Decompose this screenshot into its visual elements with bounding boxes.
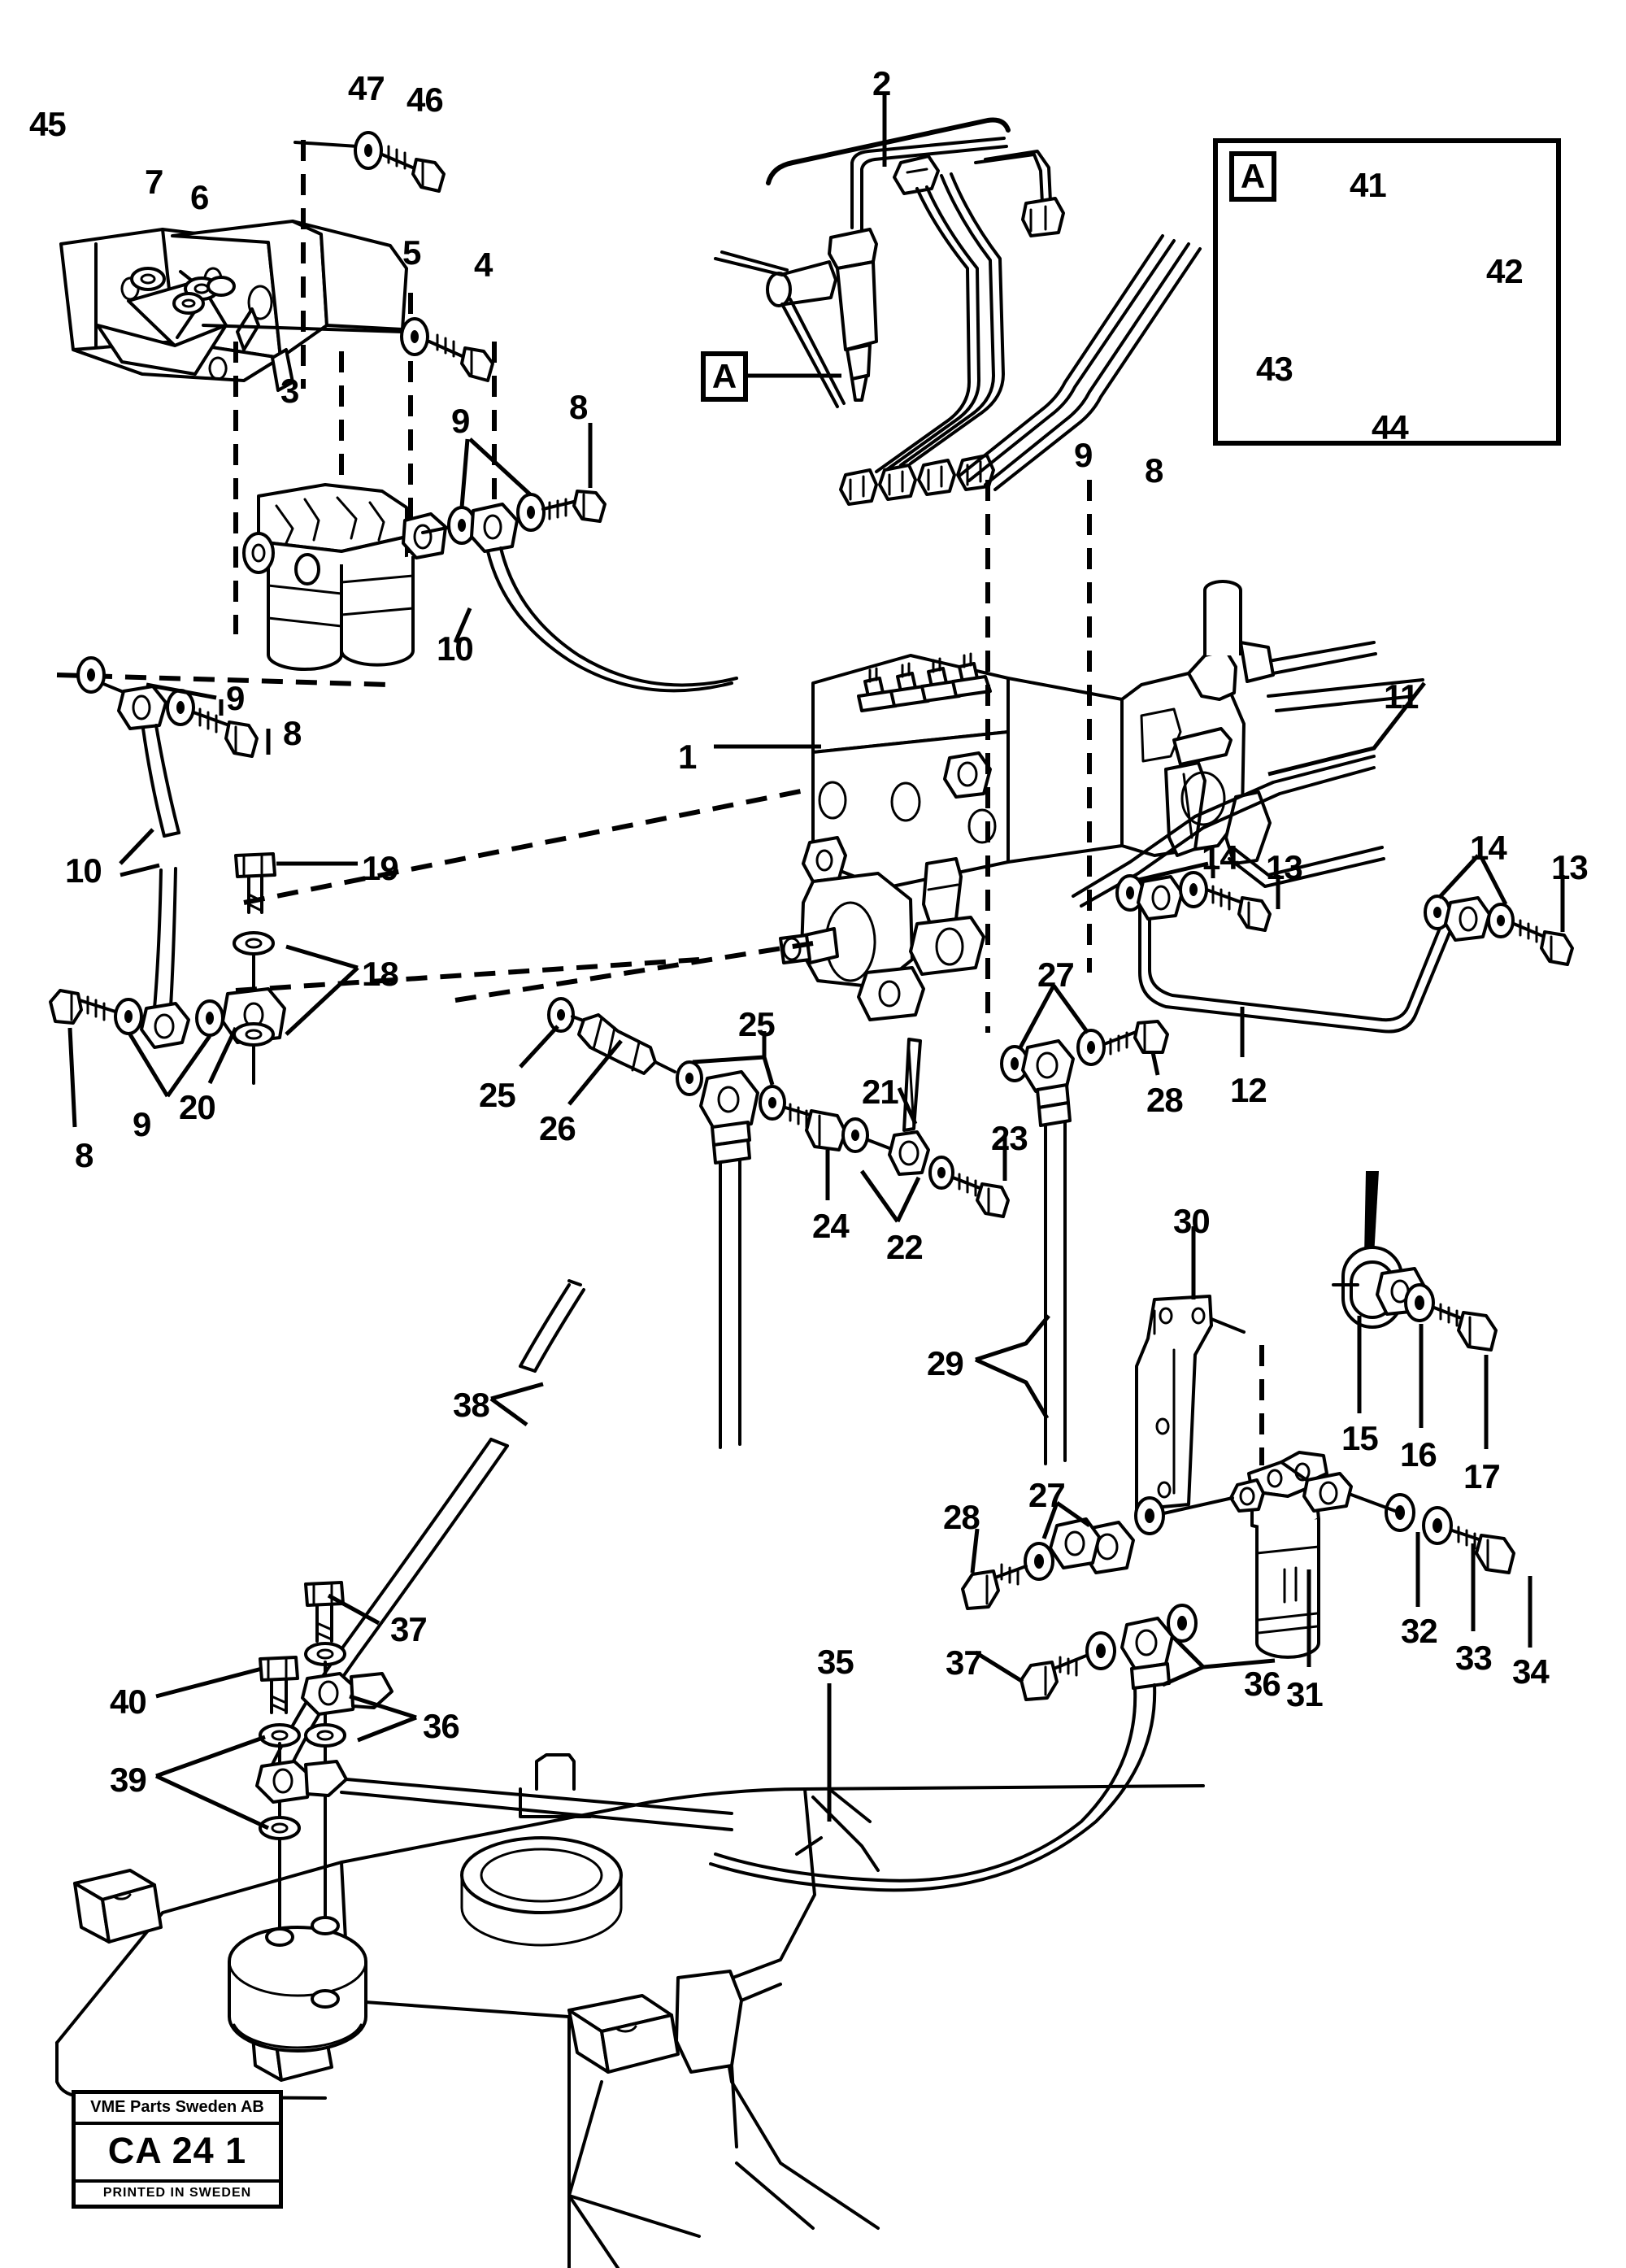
callout-number-37: 37 — [946, 1643, 983, 1682]
pipe-12-assembly — [1115, 854, 1574, 1057]
callout-number-45: 45 — [29, 105, 67, 143]
callout-number-19: 19 — [362, 849, 399, 887]
callout-number-15: 15 — [1341, 1419, 1379, 1457]
fuel-filter-31 — [1151, 1451, 1533, 1667]
callout-number-39: 39 — [110, 1761, 147, 1799]
callout-number-29: 29 — [927, 1344, 964, 1382]
pipe-nuts — [839, 454, 995, 506]
callout-number-10: 10 — [65, 851, 102, 890]
callout-number-6: 6 — [190, 178, 209, 216]
injection-pipe-assembly-2 — [714, 94, 1065, 506]
callout-number-13: 13 — [1551, 848, 1589, 886]
callout-number-14: 14 — [1470, 829, 1507, 867]
filter-31-inlet — [1229, 1478, 1265, 1513]
callout-number-28: 28 — [1146, 1081, 1184, 1119]
callout-number-14: 14 — [1202, 838, 1239, 877]
filter-port-left — [242, 532, 275, 574]
callout-number-9: 9 — [226, 679, 245, 717]
washer-7 — [130, 267, 166, 291]
callout-number-9: 9 — [133, 1105, 151, 1143]
delivery-valves — [857, 652, 992, 712]
callout-number-18: 18 — [362, 955, 399, 993]
callout-number-8: 8 — [569, 388, 588, 426]
callout-number-13: 13 — [1266, 848, 1303, 886]
callout-number-25: 25 — [738, 1005, 776, 1043]
callout-number-41: 41 — [1350, 166, 1387, 204]
machine-frame — [55, 1683, 1205, 2268]
callout-number-30: 30 — [1173, 1202, 1211, 1240]
callout-number-22: 22 — [886, 1228, 924, 1266]
callout-number-43: 43 — [1256, 350, 1293, 388]
callout-number-11: 11 — [1384, 677, 1419, 716]
callout-number-25: 25 — [479, 1076, 516, 1114]
callout-number-8: 8 — [1145, 451, 1163, 490]
callout-number-35: 35 — [817, 1643, 854, 1681]
banjo-set-upper-left — [421, 490, 738, 693]
detail-reference-A-letter: A — [701, 351, 748, 402]
callout-number-34: 34 — [1512, 1652, 1550, 1691]
callout-number-20: 20 — [179, 1088, 216, 1126]
banjo-36-37-lower — [709, 1604, 1276, 1892]
callout-number-8: 8 — [75, 1136, 93, 1174]
callout-number-38: 38 — [453, 1386, 490, 1424]
center-fuel-line — [519, 997, 1010, 1449]
callout-number-36: 36 — [1244, 1665, 1281, 1703]
callout-number-12: 12 — [1230, 1071, 1267, 1109]
callout-number-36: 36 — [423, 1707, 460, 1745]
banjo-27-28-lower — [961, 1496, 1165, 1610]
washer-5-bolt-4 — [202, 317, 494, 382]
callout-number-32: 32 — [1401, 1612, 1438, 1650]
callout-number-9: 9 — [1074, 436, 1093, 474]
clamp-15-group — [1332, 1171, 1498, 1449]
pipe-bundle — [958, 234, 1202, 491]
title-block-code: CA 24 1 — [76, 2125, 279, 2183]
callout-number-46: 46 — [406, 81, 444, 119]
callout-number-5: 5 — [402, 233, 421, 272]
callout-number-7: 7 — [145, 163, 163, 201]
callout-number-2: 2 — [872, 64, 891, 102]
washer-47-bolt-46 — [293, 131, 446, 193]
banjo-27-28-upper — [974, 984, 1169, 1465]
washer-6b — [172, 292, 205, 315]
title-block-company: VME Parts Sweden AB — [76, 2094, 279, 2125]
detail-view-A-letter: A — [1229, 151, 1276, 202]
callout-number-8: 8 — [283, 714, 302, 752]
washer-6c — [207, 276, 236, 297]
callout-number-10: 10 — [437, 629, 474, 668]
bracket-45-group — [59, 220, 408, 392]
injection-pump-1 — [714, 580, 1385, 1021]
bottom-left-hardware — [154, 1581, 733, 1937]
callout-number-26: 26 — [539, 1109, 576, 1147]
callout-number-40: 40 — [110, 1682, 147, 1721]
fuel-filter-3 — [242, 483, 447, 671]
callout-number-9: 9 — [451, 402, 470, 440]
title-block: VME Parts Sweden AB CA 24 1 PRINTED IN S… — [72, 2090, 283, 2209]
title-block-printed: PRINTED IN SWEDEN — [102, 2186, 252, 2200]
callout-number-4: 4 — [474, 246, 493, 284]
callout-number-33: 33 — [1455, 1639, 1493, 1677]
callout-number-31: 31 — [1286, 1675, 1324, 1713]
callout-number-21: 21 — [862, 1073, 899, 1111]
callout-number-3: 3 — [280, 372, 299, 410]
callout-number-27: 27 — [1028, 1476, 1066, 1514]
callout-number-44: 44 — [1372, 408, 1409, 446]
callout-number-24: 24 — [812, 1207, 850, 1245]
filter-port-right — [402, 512, 447, 559]
callout-number-28: 28 — [943, 1498, 980, 1536]
callout-number-23: 23 — [991, 1119, 1028, 1157]
callout-number-17: 17 — [1463, 1457, 1501, 1495]
bracket-30 — [1135, 1226, 1264, 1511]
callout-number-42: 42 — [1486, 252, 1524, 290]
callout-number-47: 47 — [348, 69, 385, 107]
pump-side-port — [943, 751, 992, 799]
lower-left-hose-assembly — [49, 656, 359, 1128]
callout-number-16: 16 — [1400, 1435, 1437, 1474]
callout-number-27: 27 — [1037, 956, 1075, 994]
filter-port-mid — [294, 553, 320, 586]
callout-number-1: 1 — [678, 738, 697, 776]
callout-number-37: 37 — [390, 1610, 428, 1648]
